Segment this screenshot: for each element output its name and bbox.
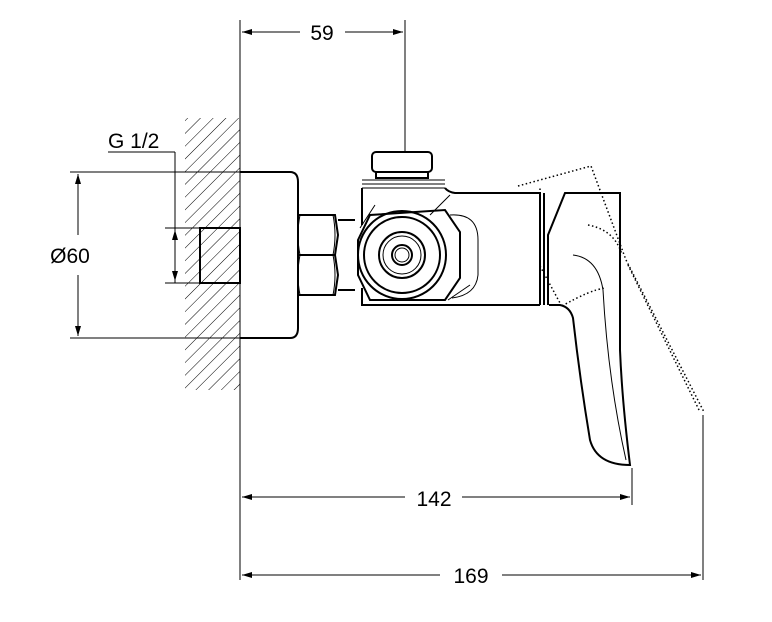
dimension-label: 169 (453, 565, 488, 588)
dimension-label: G 1/2 (108, 130, 159, 153)
rosette (240, 171, 299, 339)
dimension-142: 142 (242, 468, 633, 511)
dimension-169: 169 (242, 415, 704, 588)
dimension-label: 59 (310, 22, 333, 45)
top-cap (362, 20, 445, 189)
dimension-thread: G 1/2 (108, 130, 200, 284)
dimension-label: 142 (416, 488, 451, 511)
valve-body (357, 187, 541, 306)
dimension-diameter: Ø60 (50, 171, 240, 339)
dimension-label: Ø60 (50, 245, 90, 268)
lever-handle (517, 165, 705, 467)
connector (338, 219, 355, 291)
wall-section (185, 20, 241, 580)
hex-nut (297, 214, 340, 296)
dimension-59: 59 (242, 22, 403, 45)
